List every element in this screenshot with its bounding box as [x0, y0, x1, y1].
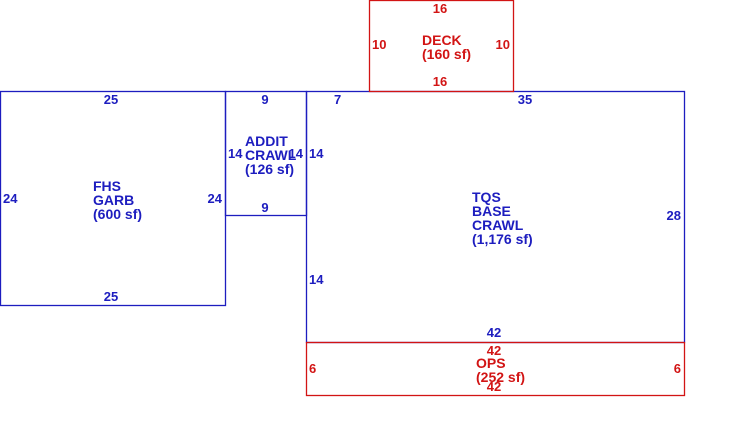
addition-dim-left: 14	[228, 146, 243, 161]
deck-dim-left: 10	[372, 37, 386, 52]
addition-room[interactable]: 9 9 14 14 ADDIT CRAWL (126 sf)	[224, 90, 308, 217]
garage-dim-right: 24	[208, 191, 223, 206]
addition-area: (126 sf)	[245, 161, 294, 177]
deck-dim-top: 16	[433, 1, 447, 16]
base-dim-top-left: 7	[334, 92, 341, 107]
base-dim-right: 28	[667, 208, 681, 223]
deck-dim-bottom: 16	[433, 74, 447, 89]
porch-area-label: (252 sf)	[476, 369, 525, 385]
porch-name: OPS	[476, 355, 506, 371]
base-name-line3: CRAWL	[472, 217, 524, 233]
garage-area: (600 sf)	[93, 206, 142, 222]
addition-dim-top: 9	[261, 92, 268, 107]
deck-area-label: (160 sf)	[422, 46, 471, 62]
porch-outline	[305, 341, 686, 397]
base-area: (1,176 sf)	[472, 231, 533, 247]
garage-room[interactable]: 25 25 24 24 FHS GARB (600 sf)	[0, 90, 227, 307]
base-name-line2: BASE	[472, 203, 511, 219]
base-dim-top-right: 35	[518, 92, 532, 107]
porch-dim-bottom: 42	[487, 379, 501, 394]
garage-dim-left: 24	[3, 191, 18, 206]
deck-dim-right: 10	[496, 37, 510, 52]
addition-dim-bottom: 9	[261, 200, 268, 215]
base-dim-left-lower: 14	[309, 272, 324, 287]
addition-name-line2: CRAWL	[245, 147, 297, 163]
porch-dim-left: 6	[309, 361, 316, 376]
garage-dim-top: 25	[104, 92, 118, 107]
porch-dim-right: 6	[674, 361, 681, 376]
garage-name-line1: FHS	[93, 178, 121, 194]
garage-name-line2: GARB	[93, 192, 134, 208]
base-crawl-room[interactable]: 7 35 28 14 14 42 TQS BASE CRAWL (1,176 s…	[305, 90, 686, 344]
base-dim-left-upper: 14	[309, 146, 324, 161]
base-name-line1: TQS	[472, 189, 501, 205]
base-dim-bottom: 42	[487, 325, 501, 340]
deck-outline	[368, 0, 515, 93]
addition-name-line1: ADDIT	[245, 133, 288, 149]
deck-name: DECK	[422, 32, 462, 48]
porch-area[interactable]: 42 42 6 6 OPS (252 sf)	[305, 341, 686, 397]
deck-area[interactable]: 16 16 10 10 DECK (160 sf)	[368, 0, 515, 93]
porch-dim-top: 42	[487, 343, 501, 358]
addition-dim-right: 14	[289, 146, 304, 161]
garage-dim-bottom: 25	[104, 289, 118, 304]
